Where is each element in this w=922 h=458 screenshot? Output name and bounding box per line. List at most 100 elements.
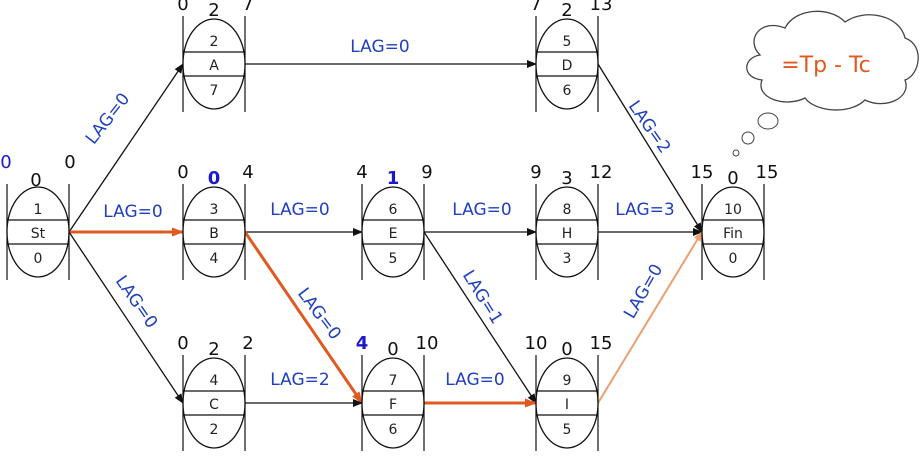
lag-label: LAG=0 [620,261,667,322]
lag-label: LAG=3 [615,200,674,220]
node-left-value: 0 [177,162,188,183]
lag-label: LAG=0 [111,272,161,332]
node-top-value: 10 [724,202,742,218]
node-top-value: 7 [389,373,398,389]
node-left-value: 4 [356,333,369,354]
node-ellipse [182,18,246,110]
node-ellipse [182,186,246,278]
node-left-value: 0 [177,0,188,15]
edge-E-I [423,231,537,404]
node-right-value: 13 [590,0,613,15]
node-name: F [389,397,397,413]
cloud-bubble [757,112,779,130]
node-left-value: 0 [177,333,188,354]
node-bottom-value: 7 [210,83,219,99]
node-ellipse [361,357,425,449]
node-right-value: 15 [590,333,613,354]
edge-St-A [68,63,184,233]
node-mid-value: 0 [387,339,398,360]
node-name: A [209,58,219,74]
node-bottom-value: 2 [210,422,219,438]
node-right-value: 10 [416,333,439,354]
node-top-value: 2 [210,34,219,50]
lag-label: LAG=0 [82,89,134,148]
node-bottom-value: 6 [389,422,398,438]
node-mid-value: 2 [208,339,219,360]
node-bottom-value: 6 [563,83,572,99]
node-left-value: 10 [525,333,548,354]
node-A[interactable]: 2A 7 0 2 7 [177,0,254,112]
node-mid-value: 0 [30,170,41,191]
node-bottom-value: 4 [210,251,219,267]
node-top-value: 4 [210,373,219,389]
node-top-value: 8 [563,202,572,218]
node-left-value: 4 [356,162,367,183]
lag-label: LAG=2 [270,370,329,390]
lag-label: LAG=0 [103,202,162,222]
node-top-value: 5 [563,34,572,50]
node-bottom-value: 3 [563,251,572,267]
node-name: Fin [723,226,743,242]
node-mid-value: 2 [561,0,572,21]
node-ellipse [361,186,425,278]
node-extra-value: 0 [0,152,11,173]
node-left-value: 7 [530,0,541,15]
node-right-value: 0 [64,152,75,173]
node-bottom-value: 0 [34,251,43,267]
node-ellipse [6,186,70,278]
edge-D-Fin [597,63,703,233]
node-ellipse [701,186,765,278]
node-mid-value: 0 [561,339,572,360]
node-name: E [389,226,398,242]
lag-label: LAG=0 [350,37,409,57]
node-left-value: 15 [691,162,714,183]
lag-label: LAG=0 [270,200,329,220]
node-D[interactable]: 5D 6 7 2 13 [530,0,612,112]
node-top-value: 9 [563,373,572,389]
node-name: H [562,226,573,242]
cloud-bubble [741,131,755,145]
node-ellipse [535,357,599,449]
node-right-value: 4 [242,162,253,183]
node-ellipse [535,186,599,278]
node-bottom-value: 5 [563,422,572,438]
lag-label: LAG=0 [452,200,511,220]
node-top-value: 1 [34,202,43,218]
node-I[interactable]: 9I 5 10 0 15 [525,333,613,451]
node-right-value: 2 [242,333,253,354]
node-right-value: 7 [242,0,253,15]
node-name: D [562,58,573,74]
cloud-bubble [732,149,740,157]
node-mid-value: 0 [208,168,221,189]
node-right-value: 15 [756,162,779,183]
node-name: C [209,397,219,413]
thought-cloud: =Tp - Tc [732,10,919,157]
edge-St-C [68,231,184,404]
node-left-value: 9 [530,162,541,183]
node-bottom-value: 0 [729,251,738,267]
node-mid-value: 2 [208,0,219,21]
cloud-formula: =Tp - Tc [781,53,871,78]
lag-label: LAG=2 [624,97,674,157]
node-mid-value: 1 [387,168,400,189]
edge-I-Fin [597,231,703,404]
node-bottom-value: 5 [389,251,398,267]
node-mid-value: 0 [727,168,738,189]
node-mid-value: 3 [561,168,572,189]
node-top-value: 6 [389,202,398,218]
node-ellipse [182,357,246,449]
node-top-value: 3 [210,202,219,218]
cloud-shape [746,10,919,111]
node-name: I [565,397,569,413]
node-right-value: 12 [590,162,613,183]
node-ellipse [535,18,599,110]
node-right-value: 9 [421,162,432,183]
